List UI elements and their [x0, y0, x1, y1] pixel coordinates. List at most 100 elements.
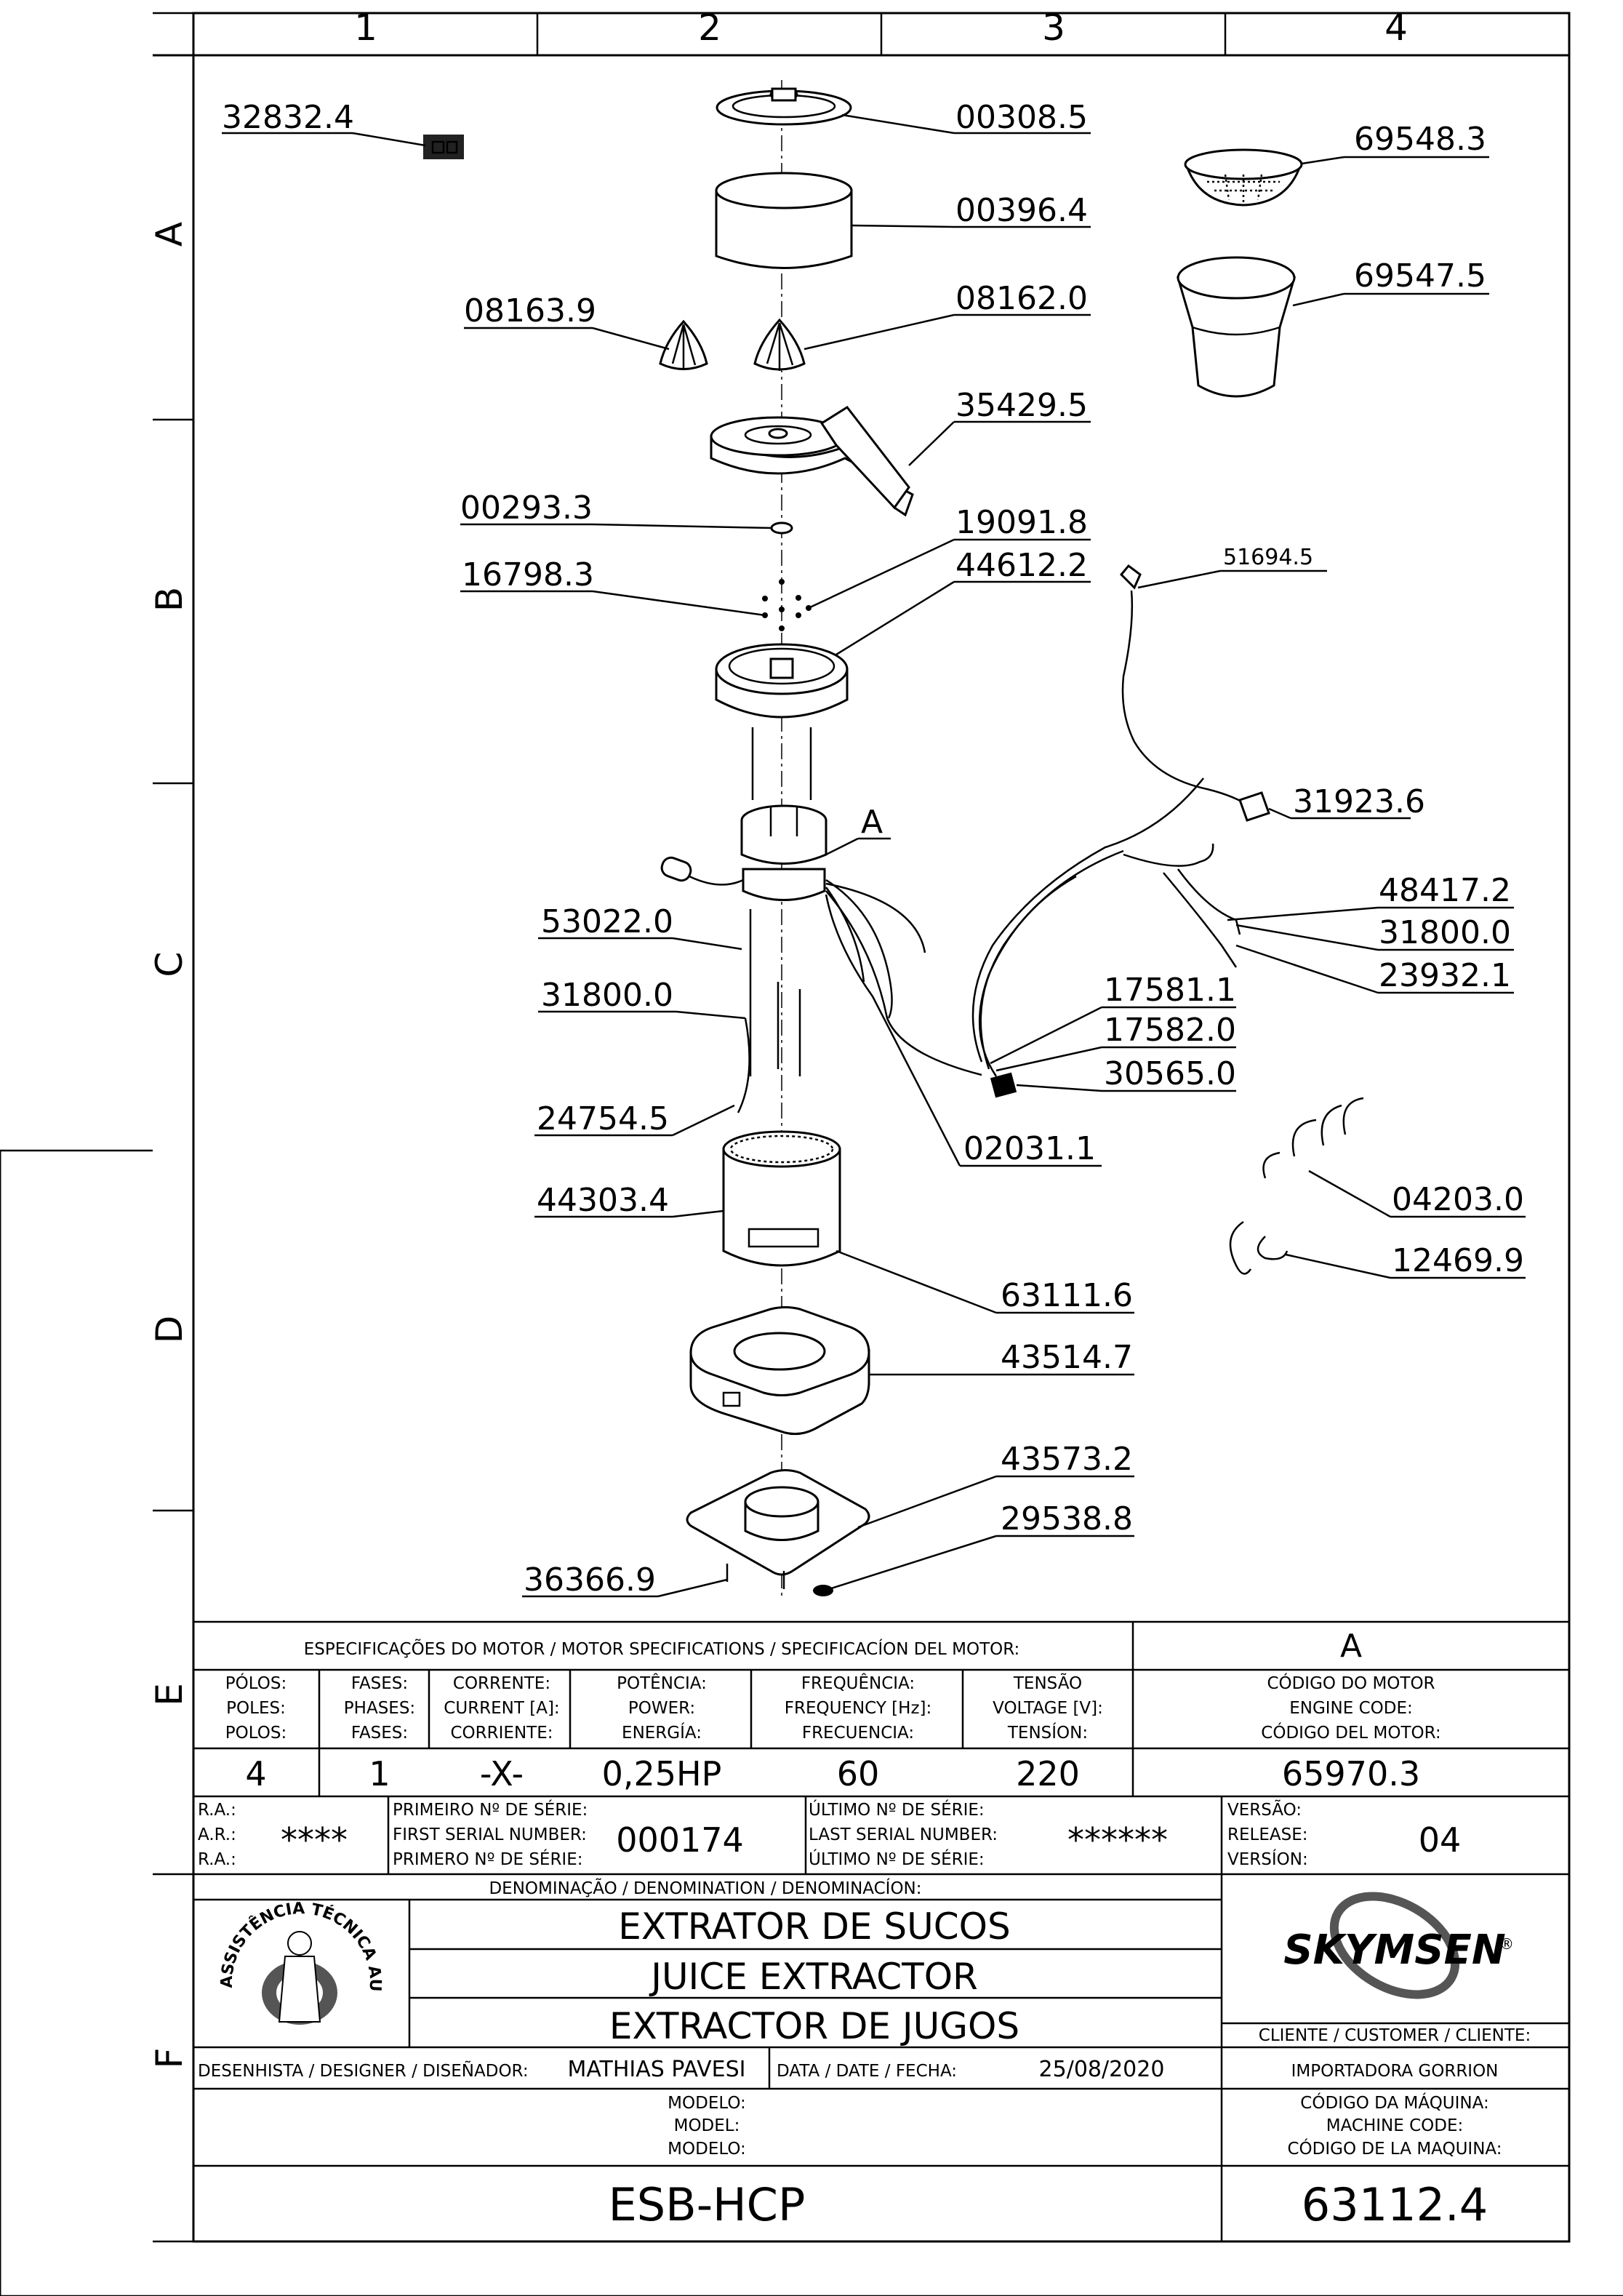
washer-part [770, 521, 793, 535]
designer-label: DESENHISTA / DESIGNER / DISEÑADOR: [198, 2060, 529, 2081]
poles-value: 4 [245, 1754, 266, 1793]
current-value: -X- [480, 1754, 524, 1793]
column-labels: 1 2 3 4 [354, 7, 1408, 49]
model-label-pt: MODELO: [668, 2094, 746, 2113]
denomination-title: DENOMINAÇÃO / DENOMINATION / DENOMINACÍO… [489, 1878, 921, 1898]
label-31800-0-a: 31800.0 [1379, 914, 1511, 951]
brand-name: SKYMSEN [1283, 1927, 1505, 1974]
row-label-b: B [148, 587, 191, 612]
current-header-en: CURRENT [A]: [444, 1699, 559, 1718]
label-30565-0: 30565.0 [1104, 1055, 1236, 1092]
first-serial-label-en: FIRST SERIAL NUMBER: [393, 1825, 587, 1844]
reamer-large-part [753, 318, 806, 371]
frequency-value: 60 [837, 1754, 880, 1793]
skymsen-logo: SKYMSEN ® [1283, 1892, 1514, 1999]
power-header-pt: POTÊNCIA: [617, 1673, 707, 1693]
label-detail-a: A [861, 804, 883, 841]
strainer-part [1184, 148, 1303, 207]
label-16798-3: 16798.3 [462, 556, 594, 593]
screws-part [762, 579, 812, 631]
label-69548-3: 69548.3 [1354, 121, 1486, 158]
label-44612-2: 44612.2 [955, 547, 1088, 584]
frequency-header-en: FREQUENCY [Hz]: [785, 1699, 932, 1718]
measuring-cup-part [1176, 256, 1297, 398]
date-label: DATA / DATE / FECHA: [777, 2062, 957, 2081]
model-label-es: MODELO: [668, 2140, 746, 2159]
col-label-4: 4 [1384, 7, 1408, 49]
col-label-2: 2 [698, 7, 721, 49]
power-header-en: POWER: [628, 1699, 695, 1718]
col-label-1: 1 [354, 7, 377, 49]
label-00308-5: 00308.5 [955, 99, 1088, 136]
voltage-header-es: TENSÍON: [1007, 1722, 1088, 1743]
stator-part [722, 1130, 841, 1267]
label-00293-3: 00293.3 [460, 489, 593, 527]
label-19091-8: 19091.8 [955, 504, 1088, 541]
callout-leaders [222, 113, 1526, 1598]
version-label-pt: VERSÃO: [1227, 1799, 1302, 1820]
voltage-header-pt: TENSÃO [1013, 1673, 1082, 1693]
row-label-c: C [148, 952, 191, 977]
engine-code-header-en: ENGINE CODE: [1289, 1699, 1413, 1718]
stamp-text: ASSISTÊNCIA TÉCNICA AUTORIZADA [0, 0, 384, 1992]
version-label-en: RELEASE: [1227, 1825, 1307, 1844]
ra-value: **** [281, 1820, 348, 1860]
label-43514-7: 43514.7 [1001, 1339, 1133, 1376]
label-63111-6: 63111.6 [1001, 1277, 1133, 1314]
power-value: 0,25HP [602, 1754, 722, 1793]
name-en: JUICE EXTRACTOR [649, 1956, 978, 1998]
last-serial-label-es: ÚLTIMO Nº DE SÉRIE: [809, 1849, 985, 1869]
label-17582-0: 17582.0 [1104, 1012, 1236, 1049]
motor-spec-title: ESPECIFICAÇÕES DO MOTOR / MOTOR SPECIFIC… [304, 1638, 1020, 1659]
frequency-header-pt: FREQUÊNCIA: [801, 1673, 915, 1693]
label-29538-8: 29538.8 [1001, 1500, 1133, 1537]
designer-value: MATHIAS PAVESI [567, 2057, 745, 2082]
phases-header-pt: FASES: [351, 1674, 408, 1693]
machine-code-value: 63112.4 [1302, 2178, 1488, 2231]
motor-spec-headers: PÓLOS: POLES: POLOS: FASES: PHASES: FASE… [225, 1673, 1441, 1743]
switch-part [990, 1072, 1017, 1098]
harness-wires [1123, 843, 1241, 968]
power-header-es: ENERGÍA: [622, 1722, 702, 1743]
machine-code-label-pt: CÓDIGO DA MÁQUINA: [1300, 2092, 1488, 2113]
version-label-es: VERSÍON: [1227, 1849, 1308, 1869]
part-labels: 32832.4 00308.5 69548.3 00396.4 69547.5 … [222, 99, 1524, 1599]
label-17581-1: 17581.1 [1104, 972, 1236, 1009]
label-44303-4: 44303.4 [537, 1182, 669, 1219]
phases-header-es: FASES: [351, 1724, 408, 1743]
reamer-small-part [659, 319, 708, 370]
machine-code-label-en: MACHINE CODE: [1326, 2116, 1464, 2135]
engine-code-header-es: CÓDIGO DEL MOTOR: [1261, 1722, 1440, 1743]
capacitor-part [660, 856, 744, 886]
label-51694-5: 51694.5 [1223, 545, 1313, 570]
base-housing-part [689, 1306, 870, 1436]
label-00396-4: 00396.4 [955, 192, 1088, 229]
label-31923-6: 31923.6 [1293, 783, 1425, 820]
title-block-grid [193, 1620, 1569, 2241]
phases-value: 1 [369, 1754, 390, 1793]
customer-value: IMPORTADORA GORRION [1291, 2062, 1499, 2081]
springs-part [1262, 1097, 1364, 1179]
base-plate-part [686, 1469, 870, 1576]
row-label-d: D [148, 1316, 191, 1344]
motor-wires [825, 879, 982, 1076]
cup-part [715, 172, 853, 269]
label-31800-0-b: 31800.0 [541, 977, 673, 1014]
first-serial-value: 000174 [616, 1820, 744, 1860]
engine-code-value: 65970.3 [1282, 1754, 1420, 1793]
version-value: 04 [1419, 1820, 1462, 1860]
authorized-service-stamp: ASSISTÊNCIA TÉCNICA AUTORIZADA [0, 0, 384, 2025]
motor-part [740, 804, 827, 901]
label-35429-5: 35429.5 [955, 387, 1088, 424]
label-08163-9: 08163.9 [464, 292, 596, 329]
last-serial-label-en: LAST SERIAL NUMBER: [809, 1825, 998, 1844]
clips-part [1229, 1220, 1289, 1275]
current-header-es: CORRIENTE: [451, 1724, 553, 1743]
row-label-a: A [148, 222, 191, 247]
label-69547-5: 69547.5 [1354, 257, 1486, 295]
label-48417-2: 48417.2 [1379, 872, 1511, 909]
frequency-header-es: FRECUENCIA: [802, 1724, 914, 1743]
power-cord-part [971, 564, 1270, 1077]
model-label-en: MODEL: [674, 2116, 740, 2135]
